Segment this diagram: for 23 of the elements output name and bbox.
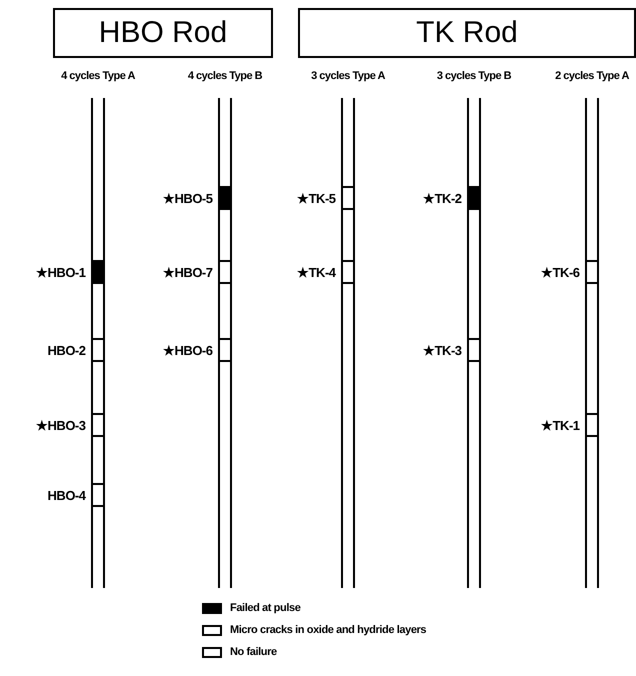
column-heading: 2 cycles Type A: [554, 70, 630, 82]
sample-label: ★HBO-6: [163, 343, 212, 358]
legend-label: Micro cracks in oxide and hydride layers: [230, 624, 426, 636]
legend-label: Failed at pulse: [230, 602, 300, 614]
sample-label: ★TK-6: [541, 265, 580, 280]
sample-label: HBO-2: [48, 343, 86, 358]
sample-label: ★HBO-1: [36, 265, 86, 280]
sample-label: ★HBO-7: [163, 265, 212, 280]
rod-group-header: TK Rod: [298, 8, 636, 58]
sample-label: ★TK-2: [423, 191, 462, 206]
sample-label: ★HBO-5: [163, 191, 212, 206]
sample-label: ★TK-3: [423, 343, 462, 358]
column-heading: 4 cycles Type A: [60, 70, 136, 82]
column-heading: 3 cycles Type B: [436, 70, 512, 82]
column-heading: 3 cycles Type A: [310, 70, 386, 82]
column-heading: 4 cycles Type B: [186, 70, 264, 82]
sample-label: ★HBO-3: [36, 418, 86, 433]
sample-label: ★TK-1: [541, 418, 580, 433]
sample-label: HBO-4: [48, 488, 86, 503]
rod-group-header: HBO Rod: [53, 8, 273, 58]
legend-label: No failure: [230, 646, 277, 658]
sample-label: ★TK-4: [297, 265, 336, 280]
sample-label: ★TK-5: [297, 191, 336, 206]
